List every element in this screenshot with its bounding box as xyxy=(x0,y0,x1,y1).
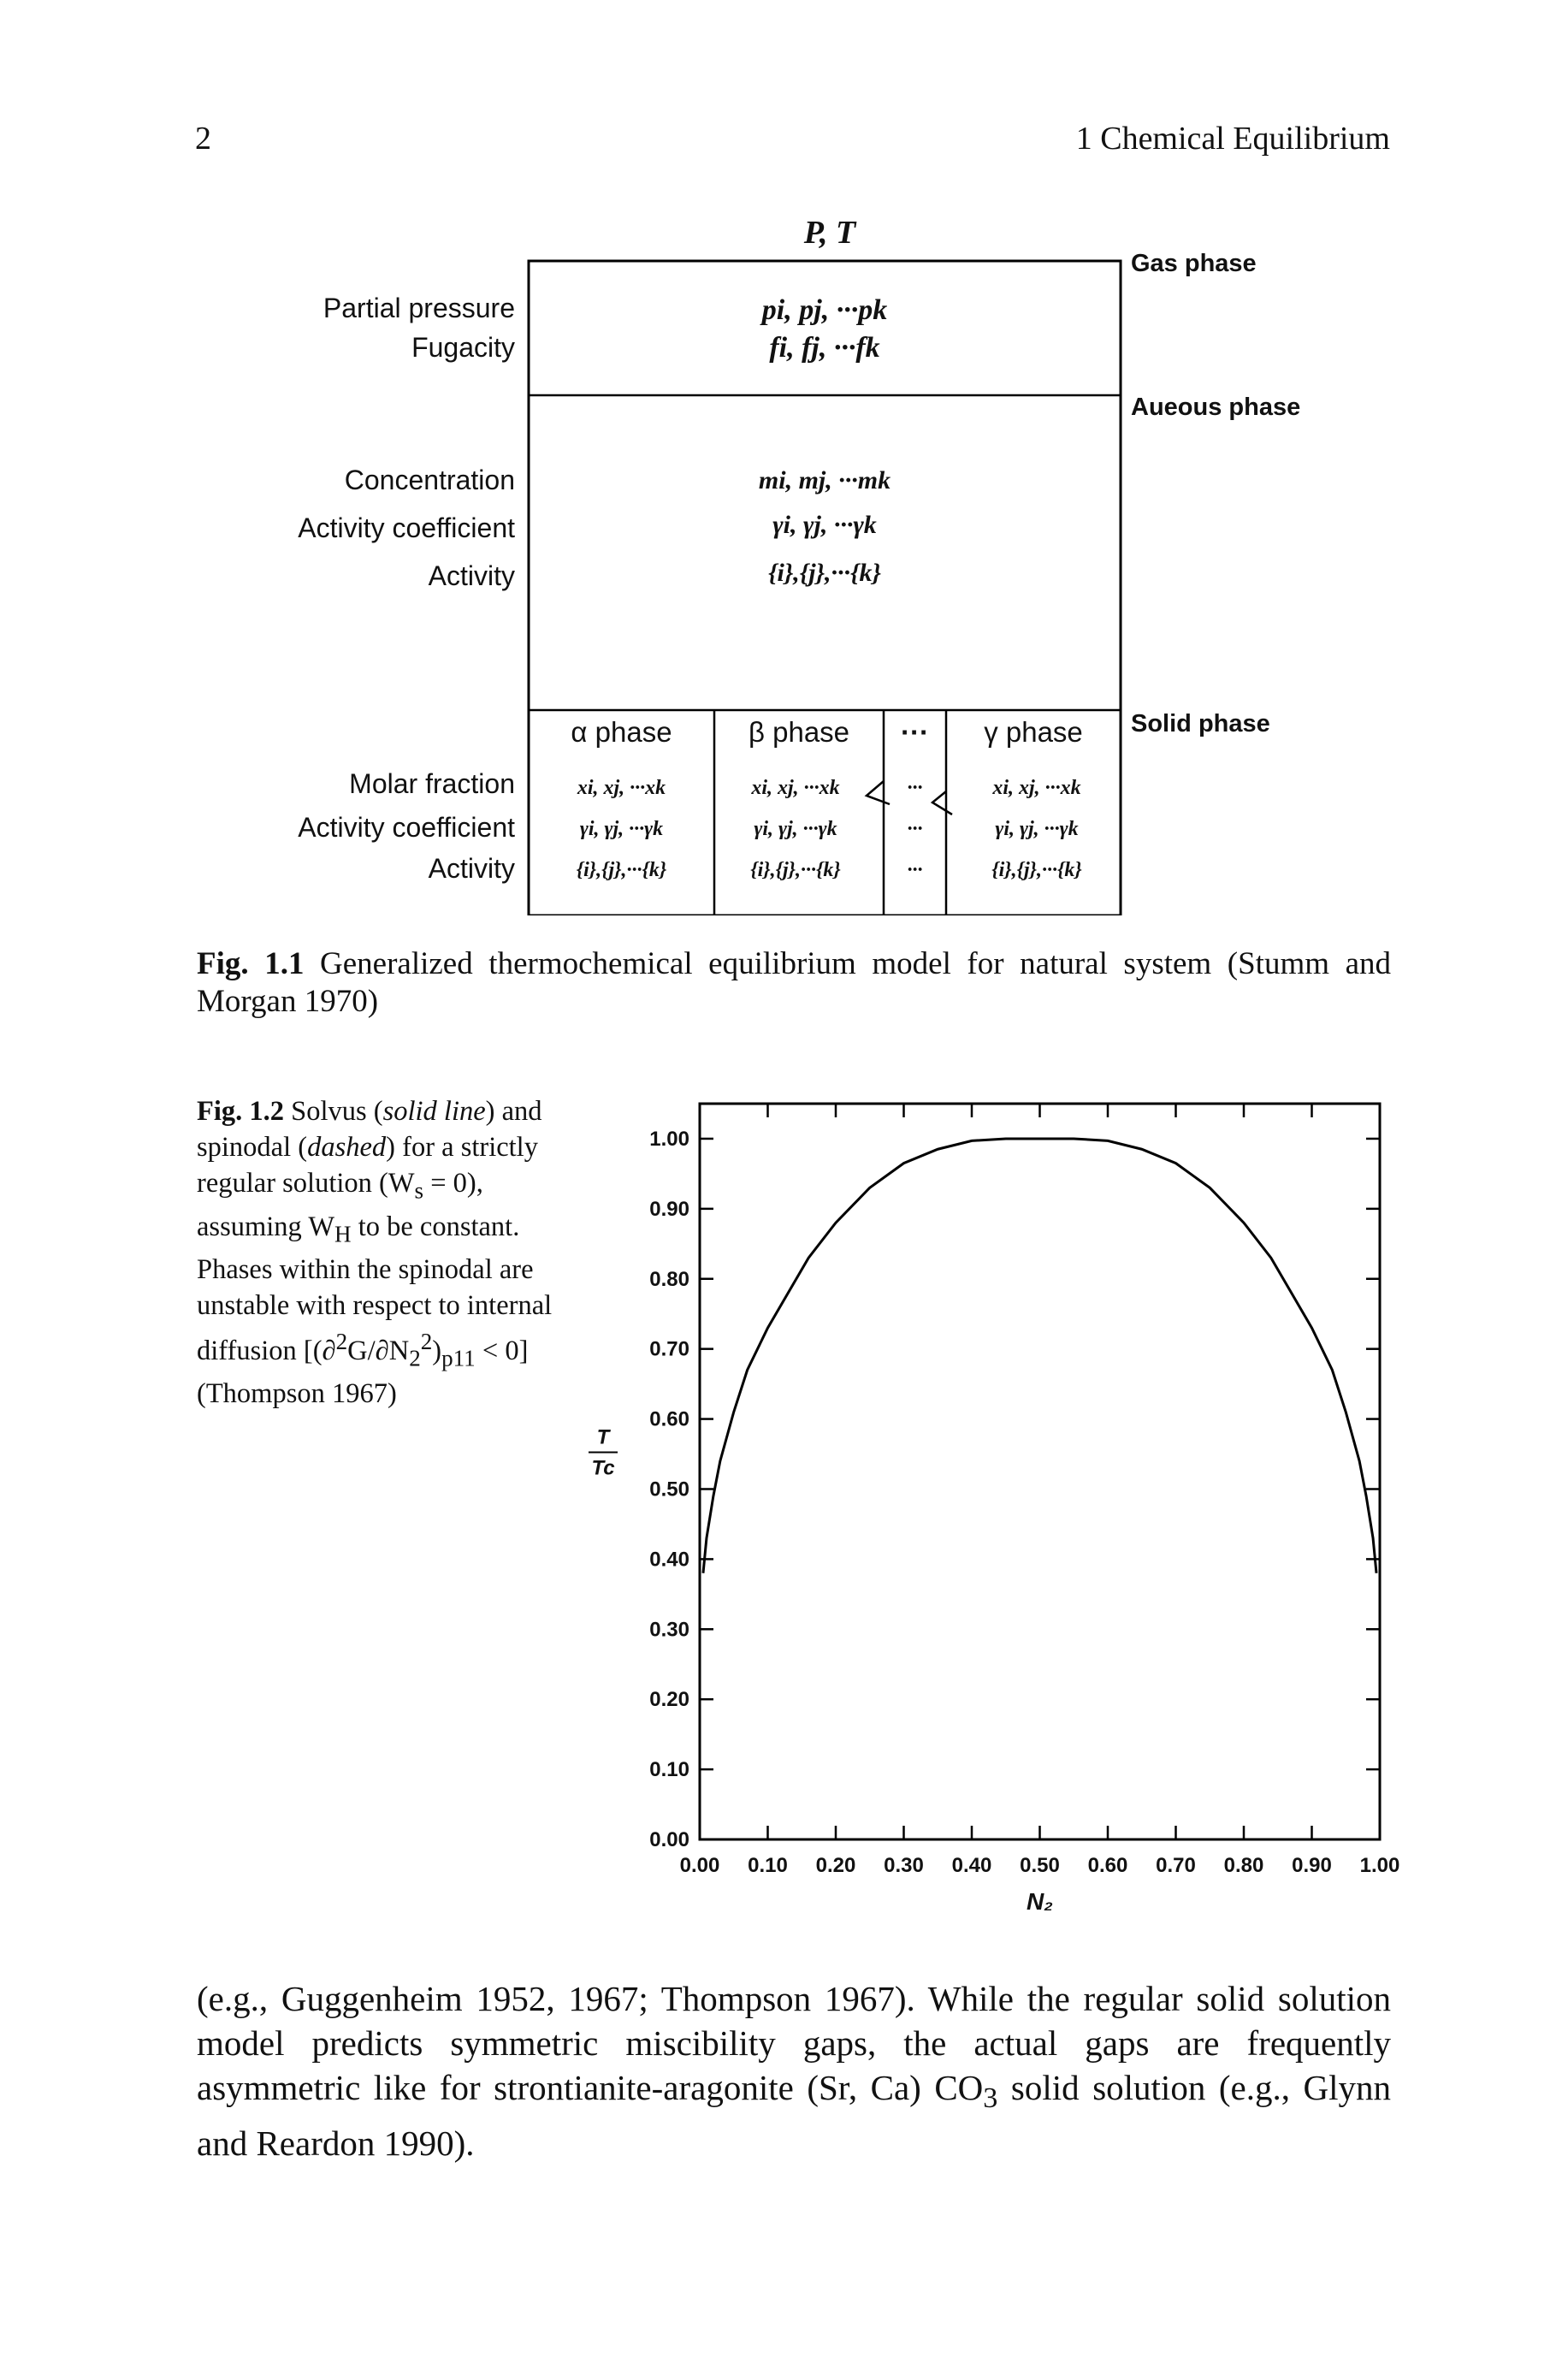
x-tick-label: 0.70 xyxy=(1156,1854,1196,1877)
x-tick-label: 0.50 xyxy=(1020,1854,1060,1877)
gamma-activity: {i},{j},···{k} xyxy=(991,859,1082,881)
y-axis-label-numerator: T xyxy=(597,1426,612,1449)
fugacity-label: Fugacity xyxy=(411,332,515,363)
pressure-temperature-label: P, T xyxy=(803,215,856,251)
caption-part: to be constant. Phases within the spinod… xyxy=(197,1211,553,1366)
caption-subscript: s xyxy=(414,1177,424,1204)
solid-activity-coefficient-label: Activity coefficient xyxy=(298,812,515,843)
x-tick-label: 0.60 xyxy=(1088,1854,1128,1877)
ellipsis-phase-header: ··· xyxy=(901,716,929,748)
running-header: 2 1 Chemical Equilibrium xyxy=(0,120,1568,163)
x-tick-label: 0.10 xyxy=(748,1854,788,1877)
aqueous-activity-coefficient-values: γi, γj, ···γk xyxy=(772,511,877,539)
beta-phase-header: β phase xyxy=(748,716,850,748)
figure-1-2-caption-label: Fig. 1.2 xyxy=(197,1096,285,1127)
model-outer-box xyxy=(527,259,1122,915)
paragraph-part: (e.g., Guggenheim 1952, 1967; Thompson 1… xyxy=(197,1979,1391,2107)
y-tick-label: 0.80 xyxy=(649,1268,689,1291)
caption-part: < 0] (Thompson 1967) xyxy=(197,1335,529,1410)
gamma-phase-header: γ phase xyxy=(984,716,1083,748)
y-tick-label: 0.20 xyxy=(649,1688,689,1711)
ellipsis-activity: ··· xyxy=(907,859,923,881)
ellipsis-activity-coefficient: ··· xyxy=(907,818,923,840)
caption-subscript: 2 xyxy=(409,1345,421,1371)
paragraph-subscript: 3 xyxy=(983,2082,998,2115)
y-tick-label: 0.30 xyxy=(649,1618,689,1641)
solid-activity-label: Activity xyxy=(428,853,515,884)
paragraph-part: solid solution (e.g., Glynn and Reardon … xyxy=(197,2068,1391,2164)
figure-1-2-caption: Fig. 1.2 Solvus (solid line) and spinoda… xyxy=(197,1093,556,1412)
solid-phase-label: Solid phase xyxy=(1131,710,1270,737)
x-tick-label: 0.00 xyxy=(680,1854,720,1877)
aqueous-activity-coefficient-label: Activity coefficient xyxy=(298,512,515,543)
y-tick-label: 0.50 xyxy=(649,1478,689,1501)
solvus-chart-svg: 0.00 0.10 0.20 0.30 0.40 0.50 0.60 0.70 0.80 0.90… xyxy=(589,1102,1400,1915)
y-tick-label: 0.00 xyxy=(649,1828,689,1851)
caption-part: = 0), assuming W xyxy=(197,1168,483,1242)
alpha-activity: {i},{j},···{k} xyxy=(576,859,667,881)
x-tick-label: 1.00 xyxy=(1360,1854,1400,1877)
molar-fraction-label: Molar fraction xyxy=(349,768,515,799)
figure-1-1-frame xyxy=(527,259,1122,915)
x-tick-label: 0.80 xyxy=(1224,1854,1264,1877)
beta-activity: {i},{j},···{k} xyxy=(750,859,841,881)
caption-subscript: p11 xyxy=(441,1345,476,1371)
aqueous-activity-values: {i},{j},···{k} xyxy=(768,559,881,587)
figure-1-1-caption-label: Fig. 1.1 xyxy=(197,946,305,981)
zigzag-left xyxy=(864,780,891,806)
y-tick-label: 0.10 xyxy=(649,1758,689,1781)
gas-fugacity-values: fi, fj, ···fk xyxy=(769,332,880,364)
caption-superscript: 2 xyxy=(420,1329,433,1354)
y-tick-label: 0.40 xyxy=(649,1548,689,1571)
caption-subscript: H xyxy=(334,1221,352,1247)
figure-1-2-chart: 0.00 0.10 0.20 0.30 0.40 0.50 0.60 0.70 0.80 0.90… xyxy=(565,1087,1420,1925)
x-axis-label: N₂ xyxy=(1027,1888,1053,1915)
body-paragraph: (e.g., Guggenheim 1952, 1967; Thompson 1… xyxy=(197,1976,1391,2165)
x-tick-label: 0.90 xyxy=(1292,1854,1332,1877)
x-tick-label: 0.20 xyxy=(816,1854,856,1877)
x-tick-label: 0.40 xyxy=(952,1854,992,1877)
solvus-curve-line xyxy=(701,1137,1378,1573)
figure-1-1: P, T Gas phase Aueous phase Solid phase … xyxy=(0,205,1568,915)
partial-pressure-label: Partial pressure xyxy=(322,293,515,323)
gas-partial-pressure-values: pi, pj, ···pk xyxy=(761,294,888,326)
caption-superscript: 2 xyxy=(335,1329,348,1354)
caption-part: ) and spinodal ( xyxy=(197,1096,542,1163)
ellipsis-molar-fraction: ··· xyxy=(907,777,923,799)
y-tick-label: 0.90 xyxy=(649,1198,689,1221)
y-axis-label-denominator: Tc xyxy=(591,1457,614,1480)
y-tick-label: 0.60 xyxy=(649,1408,689,1431)
gamma-activity-coefficient: γi, γj, ···γk xyxy=(995,818,1079,840)
alpha-phase-header: α phase xyxy=(571,716,672,748)
figure-1-1-caption-text: Generalized thermochemical equilibrium m… xyxy=(197,946,1391,1019)
beta-molar-fraction: xi, xj, ···xk xyxy=(751,777,840,799)
alpha-activity-coefficient: γi, γj, ···γk xyxy=(579,818,664,840)
gas-phase-label: Gas phase xyxy=(1131,250,1257,277)
page-number: 2 xyxy=(195,121,211,157)
caption-part: G/∂N xyxy=(347,1335,410,1366)
figure-1-1-caption: Fig. 1.1 Generalized thermochemical equi… xyxy=(197,945,1391,1021)
alpha-molar-fraction: xi, xj, ···xk xyxy=(577,777,666,799)
chapter-title: 1 Chemical Equilibrium xyxy=(1075,121,1390,157)
plot-frame xyxy=(698,1102,1382,1841)
gamma-molar-fraction: xi, xj, ···xk xyxy=(992,777,1081,799)
aqueous-activity-label: Activity xyxy=(428,560,515,591)
x-tick-label: 0.30 xyxy=(884,1854,924,1877)
zigzag-right xyxy=(930,791,953,816)
aqueous-concentration-values: mi, mj, ···mk xyxy=(758,466,891,495)
concentration-label: Concentration xyxy=(344,465,515,495)
caption-part: Solvus ( xyxy=(284,1096,383,1127)
caption-part-italic: dashed xyxy=(307,1132,387,1163)
beta-activity-coefficient: γi, γj, ···γk xyxy=(754,818,837,840)
caption-part: ) xyxy=(432,1335,442,1366)
aqueous-phase-label: Aueous phase xyxy=(1131,394,1301,421)
caption-part: ) for a strictly regular solution (W xyxy=(197,1132,538,1199)
y-tick-label: 0.70 xyxy=(649,1338,689,1361)
y-tick-label: 1.00 xyxy=(649,1128,689,1151)
caption-part-italic: solid line xyxy=(382,1096,486,1127)
